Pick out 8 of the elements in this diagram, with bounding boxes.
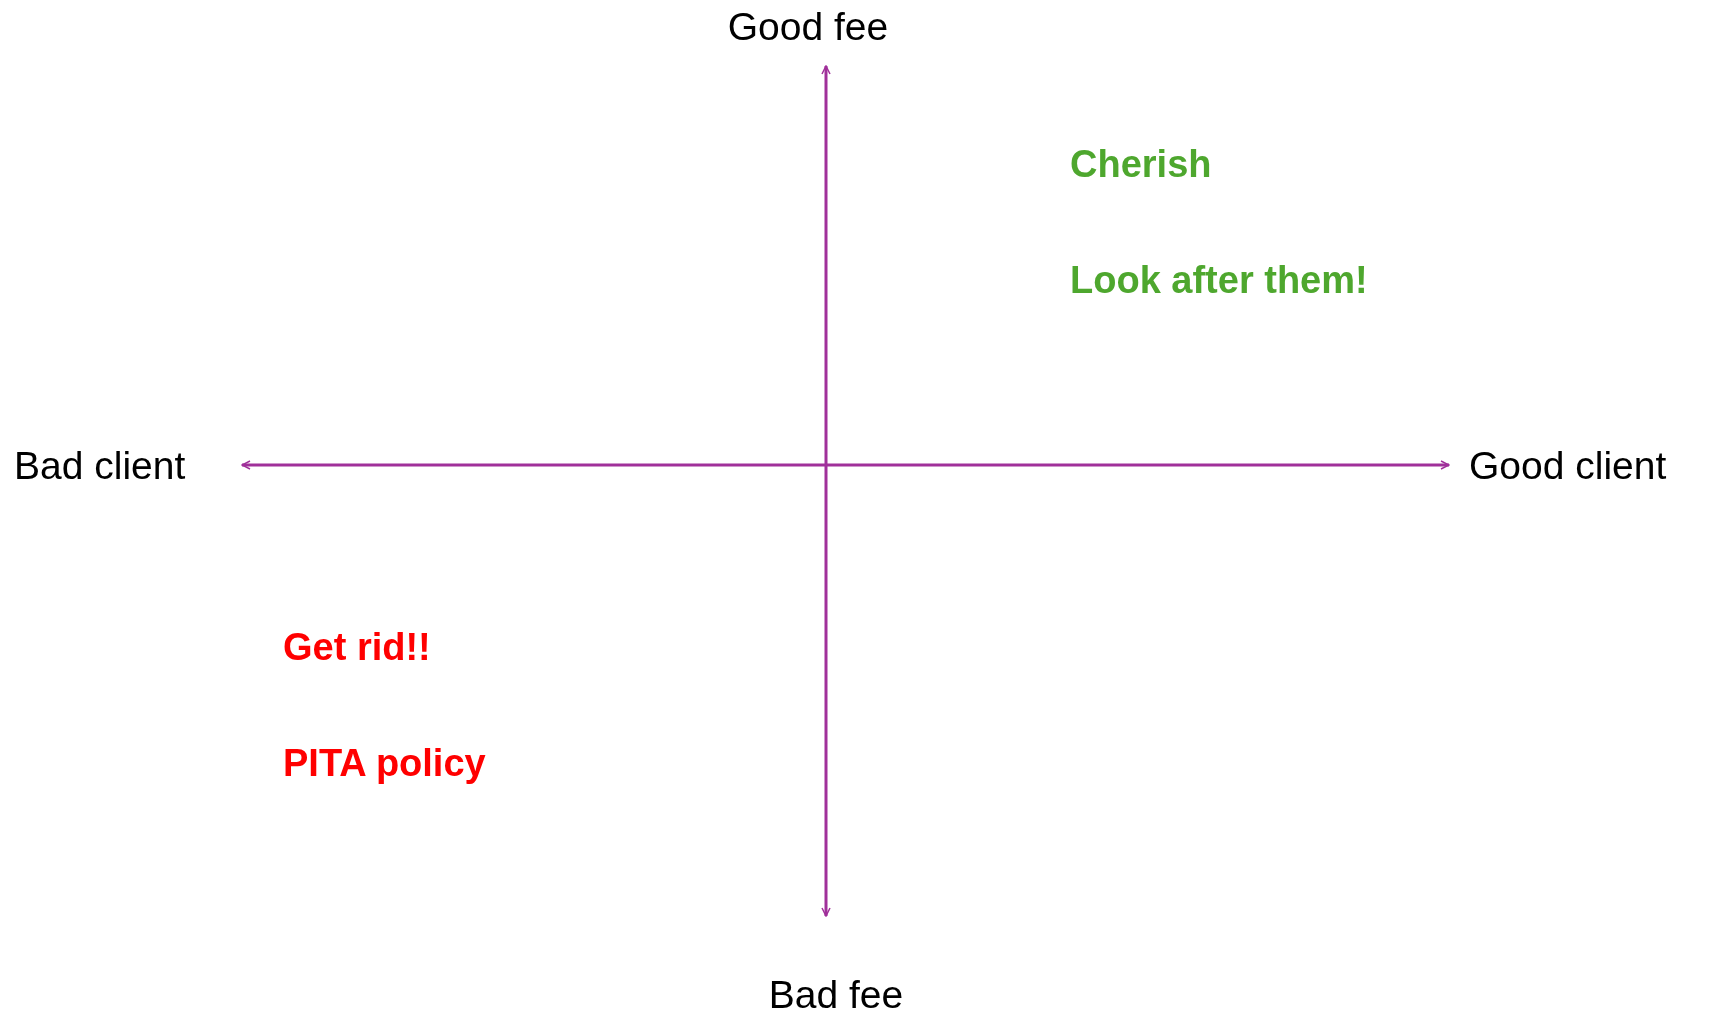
quadrant-label: Look after them!: [1070, 261, 1368, 299]
axis-label: Good client: [1469, 445, 1667, 485]
quadrant-label: Get rid!!: [283, 628, 431, 666]
quadrant-label: Cherish: [1070, 145, 1212, 183]
quadrant-label: PITA policy: [283, 744, 486, 782]
axis-label: Bad client: [14, 445, 186, 485]
axis-label: Good fee: [727, 6, 889, 46]
axis-label: Bad fee: [768, 974, 904, 1014]
